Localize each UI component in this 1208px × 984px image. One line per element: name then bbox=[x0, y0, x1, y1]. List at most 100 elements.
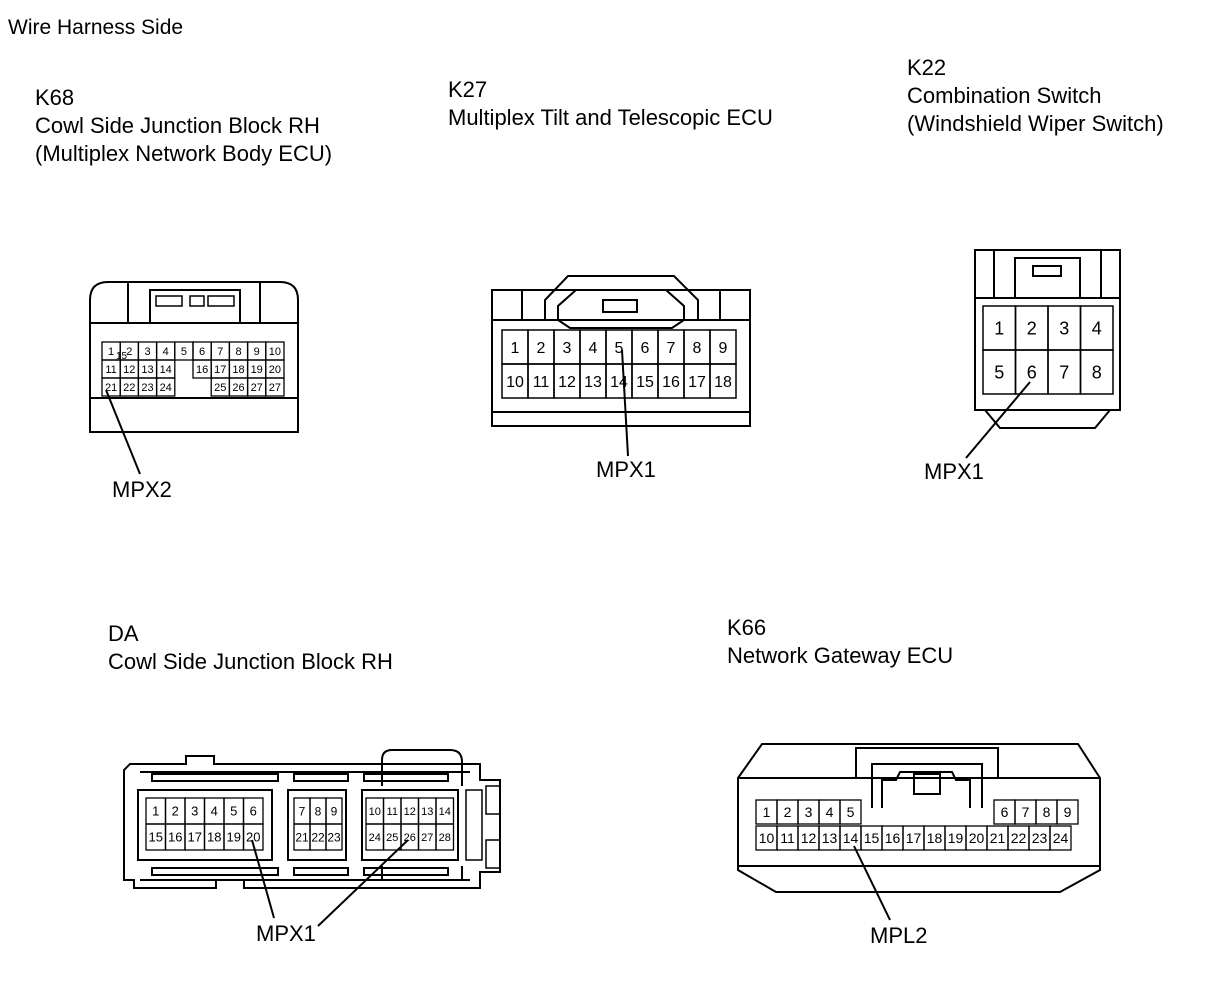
k66-pin-17: 17 bbox=[906, 830, 922, 846]
k68-pin-26: 26 bbox=[232, 382, 244, 394]
k27-pin-17: 17 bbox=[688, 374, 706, 391]
k68-name: Cowl Side Junction Block RH bbox=[35, 113, 320, 138]
k68-pin-10: 10 bbox=[269, 346, 281, 358]
da-pin-9: 9 bbox=[331, 804, 338, 818]
k27-pin-16: 16 bbox=[662, 374, 680, 391]
k66-pin-12: 12 bbox=[801, 830, 817, 846]
k27-pin-1: 1 bbox=[511, 340, 520, 357]
k68-pin-27: 27 bbox=[251, 382, 263, 394]
k68-pin-21: 21 bbox=[105, 382, 117, 394]
k22-pin-3: 3 bbox=[1059, 318, 1069, 338]
k27-pin-18: 18 bbox=[714, 374, 732, 391]
k66-pin-14: 14 bbox=[843, 830, 859, 846]
k66-pin-8: 8 bbox=[1043, 804, 1051, 820]
da-id: DA bbox=[108, 621, 139, 646]
da-pin-16: 16 bbox=[168, 830, 182, 845]
k27-pin-6: 6 bbox=[641, 340, 650, 357]
k66-pin-22: 22 bbox=[1011, 830, 1027, 846]
k66-pin-24: 24 bbox=[1053, 830, 1069, 846]
da-pin-11: 11 bbox=[387, 806, 398, 818]
k68-pin-5: 5 bbox=[181, 346, 187, 358]
k68-pin-14: 14 bbox=[160, 364, 172, 376]
k68-pin-18: 18 bbox=[232, 364, 244, 376]
da-name: Cowl Side Junction Block RH bbox=[108, 649, 393, 674]
da-pin-10: 10 bbox=[369, 806, 381, 818]
k68-pin-19: 19 bbox=[251, 364, 263, 376]
k22-pin-8: 8 bbox=[1092, 362, 1102, 382]
da-pin-8: 8 bbox=[315, 804, 322, 818]
k66-pin-11: 11 bbox=[780, 830, 795, 846]
k27-callout: MPX1 bbox=[596, 457, 656, 482]
k68-pin-3: 3 bbox=[144, 346, 150, 358]
k27-pin-4: 4 bbox=[589, 340, 598, 357]
k68-callout: MPX2 bbox=[112, 477, 172, 502]
k22-pin-4: 4 bbox=[1092, 318, 1102, 338]
k66-pin-16: 16 bbox=[885, 830, 901, 846]
k68-pin-11: 11 bbox=[105, 364, 116, 376]
k66-pin-7: 7 bbox=[1022, 804, 1030, 820]
k68-pin-16: 16 bbox=[196, 364, 208, 376]
k68-pin-17: 17 bbox=[214, 364, 226, 376]
da-pin-28: 28 bbox=[439, 832, 451, 844]
k22-pin-7: 7 bbox=[1059, 362, 1069, 382]
k27-pin-11: 11 bbox=[533, 374, 550, 391]
k22-id: K22 bbox=[907, 55, 947, 80]
k22-pin-8-cell bbox=[1079, 349, 1114, 395]
da-pin-4: 4 bbox=[211, 804, 218, 819]
k68-pin-1: 1 bbox=[108, 346, 114, 358]
k68-pin-9: 9 bbox=[254, 346, 260, 358]
k27-connector-body bbox=[491, 275, 751, 427]
da-pin-15: 15 bbox=[149, 830, 163, 845]
k66-pin-21: 21 bbox=[990, 830, 1006, 846]
k27-pin-15: 15 bbox=[636, 374, 654, 391]
k66-pin-4: 4 bbox=[826, 804, 834, 820]
k27-pin-5: 5 bbox=[615, 340, 624, 357]
da-pin-27: 27 bbox=[421, 832, 433, 844]
k66-pin-6: 6 bbox=[1001, 804, 1009, 820]
k22-connector-body bbox=[974, 249, 1121, 429]
da-pin-18: 18 bbox=[207, 830, 221, 845]
k68-pin-25: 25 bbox=[214, 382, 226, 394]
k27-pin-12: 12 bbox=[558, 374, 576, 391]
da-pin-14: 14 bbox=[439, 806, 451, 818]
k68-pin-7: 7 bbox=[217, 346, 223, 358]
da-pin-5: 5 bbox=[230, 804, 237, 819]
k22-pin-6: 6 bbox=[1027, 362, 1037, 382]
k22-pin-2: 2 bbox=[1027, 318, 1037, 338]
da-leader-line-1 bbox=[251, 839, 275, 919]
k68-connector-body bbox=[89, 281, 299, 433]
da-pin-21: 21 bbox=[295, 830, 309, 844]
k66-leader-line bbox=[853, 845, 891, 921]
k27-pin-2: 2 bbox=[537, 340, 546, 357]
k66-pin-15: 15 bbox=[864, 830, 880, 846]
k68-pin-6: 6 bbox=[199, 346, 205, 358]
da-connector-body bbox=[123, 749, 501, 889]
k22-callout: MPX1 bbox=[924, 459, 984, 484]
k27-pin-8: 8 bbox=[693, 340, 702, 357]
k66-pin-10: 10 bbox=[759, 830, 775, 846]
k22-leader-line bbox=[965, 381, 1031, 459]
da-callout: MPX1 bbox=[256, 921, 316, 946]
k68-pin-4: 4 bbox=[163, 346, 169, 358]
k66-pin-9-cell bbox=[1056, 799, 1079, 825]
k66-pin-24-cell bbox=[1049, 825, 1072, 851]
da-pin-12: 12 bbox=[404, 806, 416, 818]
k27-pin-7: 7 bbox=[667, 340, 676, 357]
k27-pin-18-cell bbox=[709, 363, 737, 399]
k66-pin-1: 1 bbox=[763, 804, 771, 820]
da-pin-24: 24 bbox=[369, 832, 381, 844]
da-pin-3: 3 bbox=[191, 804, 198, 819]
k66-pin-18: 18 bbox=[927, 830, 943, 846]
da-pin-6: 6 bbox=[250, 804, 257, 819]
k66-pin-5: 5 bbox=[847, 804, 855, 820]
k27-pin-14: 14 bbox=[610, 374, 628, 391]
k68-subname: (Multiplex Network Body ECU) bbox=[35, 141, 333, 166]
da-pin-19: 19 bbox=[227, 830, 241, 845]
k27-pin-13: 13 bbox=[584, 374, 602, 391]
k66-pin-23: 23 bbox=[1032, 830, 1048, 846]
